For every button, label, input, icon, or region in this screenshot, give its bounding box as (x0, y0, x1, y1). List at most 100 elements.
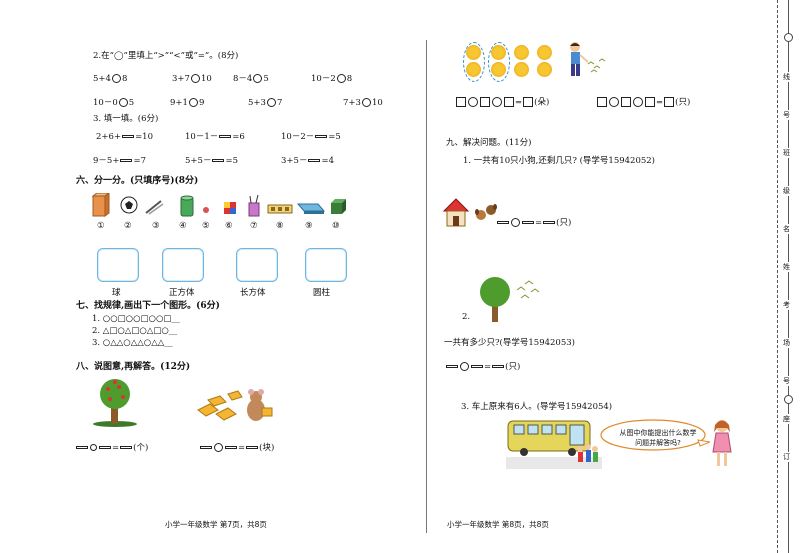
flower-icon (537, 62, 552, 77)
section-8-title: 八、说图意,再解答。(12分) (76, 362, 191, 372)
sort-box-cube[interactable] (162, 248, 204, 282)
answer-circle[interactable] (253, 74, 263, 83)
answer-square[interactable] (504, 97, 514, 107)
answer-circle[interactable] (633, 97, 643, 107)
section-7-title: 七、找规律,画出下一个图形。(6分) (76, 301, 220, 311)
girl-illustration (712, 420, 732, 466)
answer-square[interactable] (645, 97, 655, 107)
answer-circle[interactable] (361, 98, 371, 107)
sort-box-cuboid[interactable] (236, 248, 278, 282)
box-label: 球 (112, 288, 121, 298)
answer-box[interactable] (308, 159, 321, 162)
answer-square[interactable] (456, 97, 466, 107)
answer-circle[interactable] (90, 444, 97, 451)
sidebar-char: 线 (783, 72, 790, 82)
binding-margin: 线 号 班 级 名 姓 考 场 号 座 订 (768, 0, 800, 553)
answer-box[interactable] (471, 365, 483, 368)
answer-box[interactable] (120, 159, 133, 162)
answer-box[interactable] (492, 365, 505, 368)
sort-box-ball[interactable] (97, 248, 139, 282)
equation-flowers: =(朵) (455, 97, 549, 107)
answer-box[interactable] (99, 446, 111, 449)
answer-square[interactable] (621, 97, 631, 107)
answer-square[interactable] (597, 97, 607, 107)
sort-box-cylinder[interactable] (305, 248, 347, 282)
answer-box[interactable] (120, 446, 133, 449)
equation-birds: =(只) (596, 97, 690, 107)
q3-item: 2+6+=10 (96, 132, 154, 142)
q2-text: 一共有多少只?(导学号15942053) (444, 338, 575, 348)
footer-left: 小学一年级数学 第7页，共8页 (165, 520, 267, 529)
answer-box[interactable] (225, 446, 237, 449)
answer-box[interactable] (446, 365, 458, 368)
equation-dogs: =(只) (496, 218, 571, 228)
answer-square[interactable] (664, 97, 675, 107)
object-number: ⑦ (250, 221, 258, 231)
answer-circle[interactable] (214, 443, 223, 452)
sidebar-char: 考 (783, 300, 790, 310)
sidebar-char: 场 (783, 338, 790, 348)
box-label: 圆柱 (313, 288, 331, 298)
eraser-icon (296, 203, 326, 214)
page-divider (426, 40, 427, 533)
flower-icon (537, 45, 552, 60)
object-number: ④ (179, 221, 187, 231)
answer-box[interactable] (543, 221, 556, 224)
pattern-row: 2. △□○△□○△□○__ (92, 326, 178, 336)
answer-box[interactable] (219, 135, 232, 138)
q1-text: 1. 一共有10只小狗,还剩几只? (导学号15942052) (463, 156, 655, 166)
answer-circle[interactable] (266, 98, 276, 107)
object-number: ⑩ (332, 221, 340, 231)
answer-circle[interactable] (111, 74, 121, 83)
equation-birds-total: =(只) (445, 362, 520, 372)
q3-text: 3. 车上原来有6人。(导学号15942054) (461, 402, 613, 412)
bus-people-illustration (506, 420, 602, 469)
mouse-cheese-illustration (197, 389, 273, 421)
sidebar-char: 号 (783, 376, 790, 386)
answer-box[interactable] (522, 221, 534, 224)
answer-box[interactable] (76, 446, 88, 449)
answer-box[interactable] (497, 221, 509, 224)
answer-circle[interactable] (336, 74, 346, 83)
speech-bubble (600, 419, 710, 451)
apple-tree-illustration (93, 379, 137, 427)
answer-box[interactable] (122, 135, 135, 138)
sticks-icon (145, 200, 164, 215)
rubik-cube-icon (224, 202, 236, 214)
footer-right: 小学一年级数学 第8页，共8页 (447, 520, 549, 529)
tree-birds-illustration (480, 277, 540, 322)
dashed-oval (463, 42, 485, 82)
answer-circle[interactable] (609, 97, 619, 107)
answer-circle[interactable] (468, 97, 478, 107)
object-number: ⑨ (305, 221, 313, 231)
box-label: 长方体 (240, 288, 266, 298)
sidebar-char: 班 (783, 148, 790, 158)
answer-box[interactable] (200, 446, 212, 449)
sidebar-char: 号 (783, 110, 790, 120)
answer-circle[interactable] (511, 218, 520, 227)
box-icon (91, 193, 110, 217)
pen-holder-icon (248, 194, 260, 217)
q3-item: 10－1－=6 (185, 132, 245, 142)
flower-icon (491, 62, 506, 77)
house-dogs-illustration (442, 198, 497, 227)
answer-circle[interactable] (188, 98, 198, 107)
answer-box[interactable] (246, 446, 259, 449)
answer-circle[interactable] (190, 74, 200, 83)
answer-circle[interactable] (492, 97, 502, 107)
answer-square[interactable] (523, 97, 534, 107)
answer-box[interactable] (212, 159, 225, 162)
answer-circle[interactable] (460, 362, 469, 371)
sidebar-char: 姓 (783, 262, 790, 272)
object-number: ② (124, 221, 132, 231)
answer-square[interactable] (480, 97, 490, 107)
answer-circle[interactable] (118, 98, 128, 107)
q2-label: 2. (462, 312, 471, 322)
object-number: ⑧ (276, 221, 284, 231)
answer-box[interactable] (315, 135, 328, 138)
section-6-title: 六、分一分。(只填序号)(8分) (76, 176, 199, 186)
